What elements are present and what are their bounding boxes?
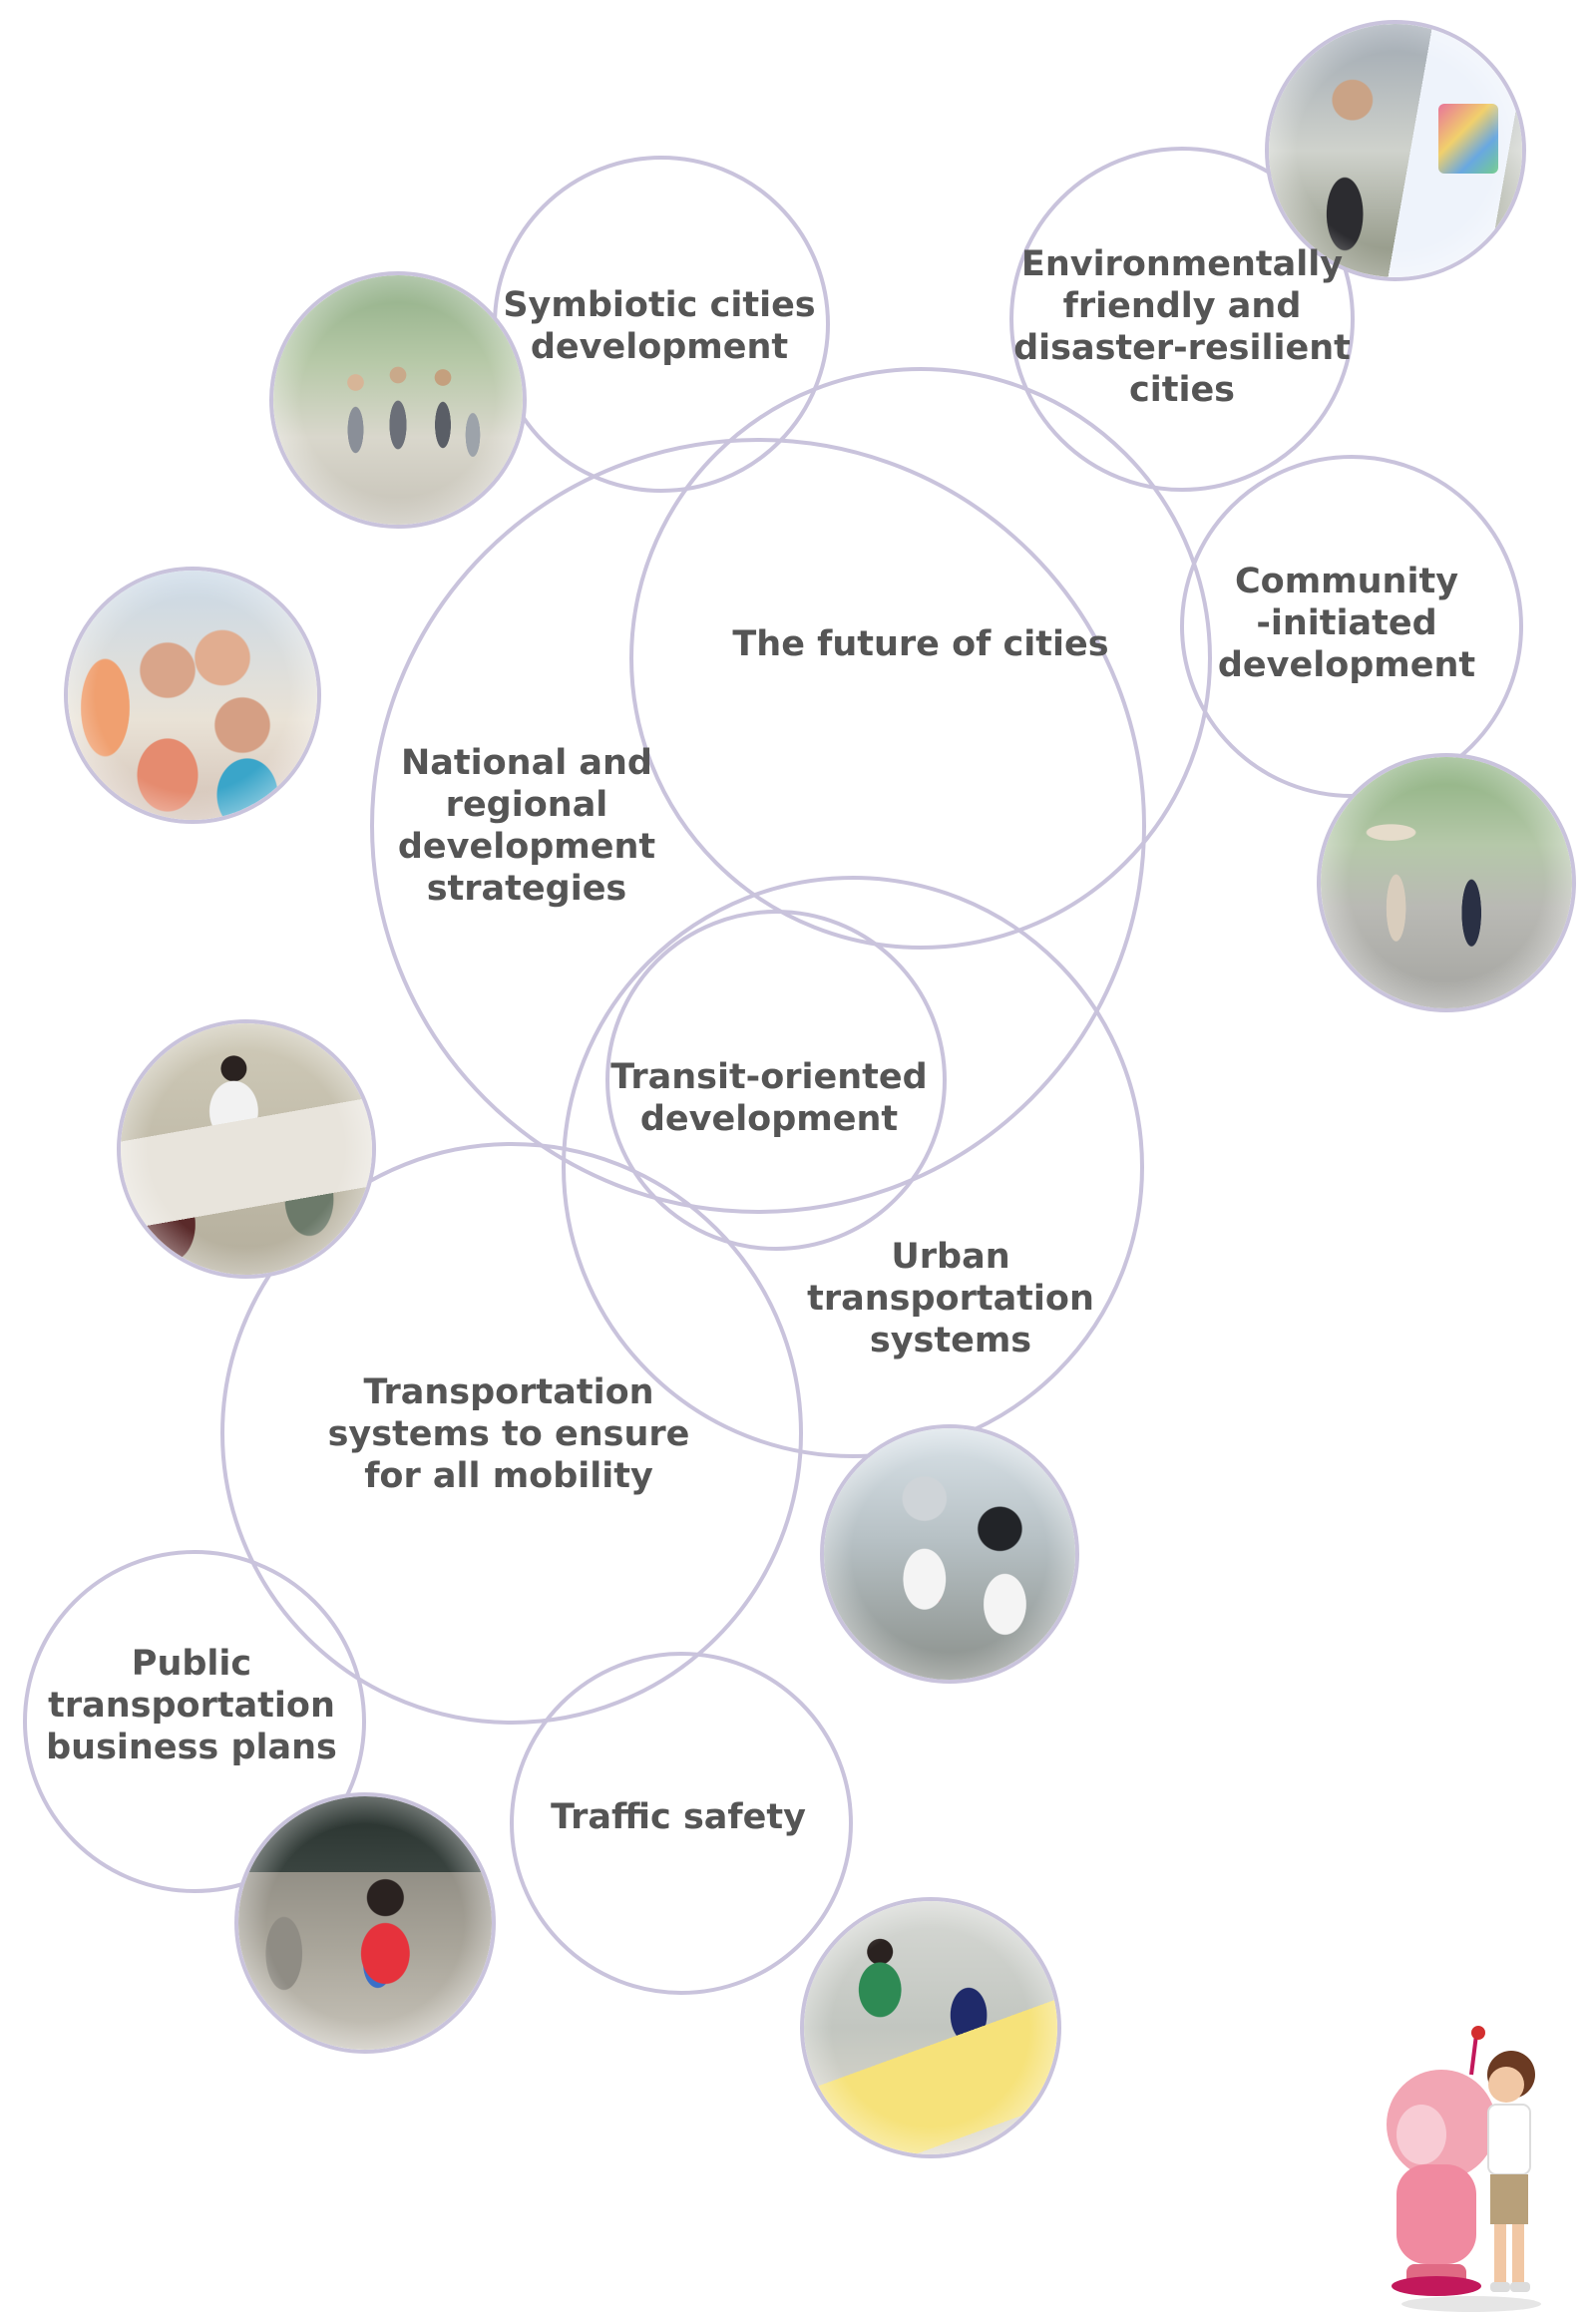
circle-urban xyxy=(562,876,1144,1458)
circle-mobility xyxy=(220,1142,803,1725)
label-community-initiated: Community -initiated development xyxy=(1217,562,1476,685)
label-urban-transportation: Urban transportation systems xyxy=(807,1237,1094,1360)
label-symbiotic-cities: Symbiotic cities development xyxy=(503,285,816,367)
circle-tod xyxy=(605,910,947,1251)
label-future-of-cities: The future of cities xyxy=(732,624,1109,664)
robot-and-child-illustration xyxy=(1387,2026,1541,2312)
label-transit-oriented: Transit-oriented development xyxy=(610,1057,928,1139)
photo-helmet-students xyxy=(820,1424,1079,1684)
label-all-mobility: Transportation systems to ensure for all… xyxy=(327,1372,690,1496)
photo-sign-holder xyxy=(1265,20,1526,281)
photo-workshop xyxy=(117,1019,376,1279)
label-environmentally-friendly: Environmentally friendly and disaster-re… xyxy=(1013,244,1351,410)
robot-figure xyxy=(1387,2026,1496,2296)
circle-national xyxy=(370,438,1146,1214)
circle-environment xyxy=(1009,147,1355,492)
label-public-transportation: Public transportation business plans xyxy=(46,1644,337,1767)
photo-reading xyxy=(234,1792,496,2054)
photo-group-walking xyxy=(269,271,527,529)
photo-street-crossing xyxy=(1317,753,1576,1012)
circle-public xyxy=(23,1550,366,1893)
circle-future xyxy=(629,367,1212,950)
child-figure xyxy=(1487,2051,1535,2292)
photo-kids-drawing xyxy=(800,1897,1061,2158)
photo-children xyxy=(64,567,321,824)
label-national-regional: National and regional development strate… xyxy=(397,743,656,909)
circle-safety xyxy=(510,1652,853,1995)
label-traffic-safety: Traffic safety xyxy=(551,1797,806,1837)
